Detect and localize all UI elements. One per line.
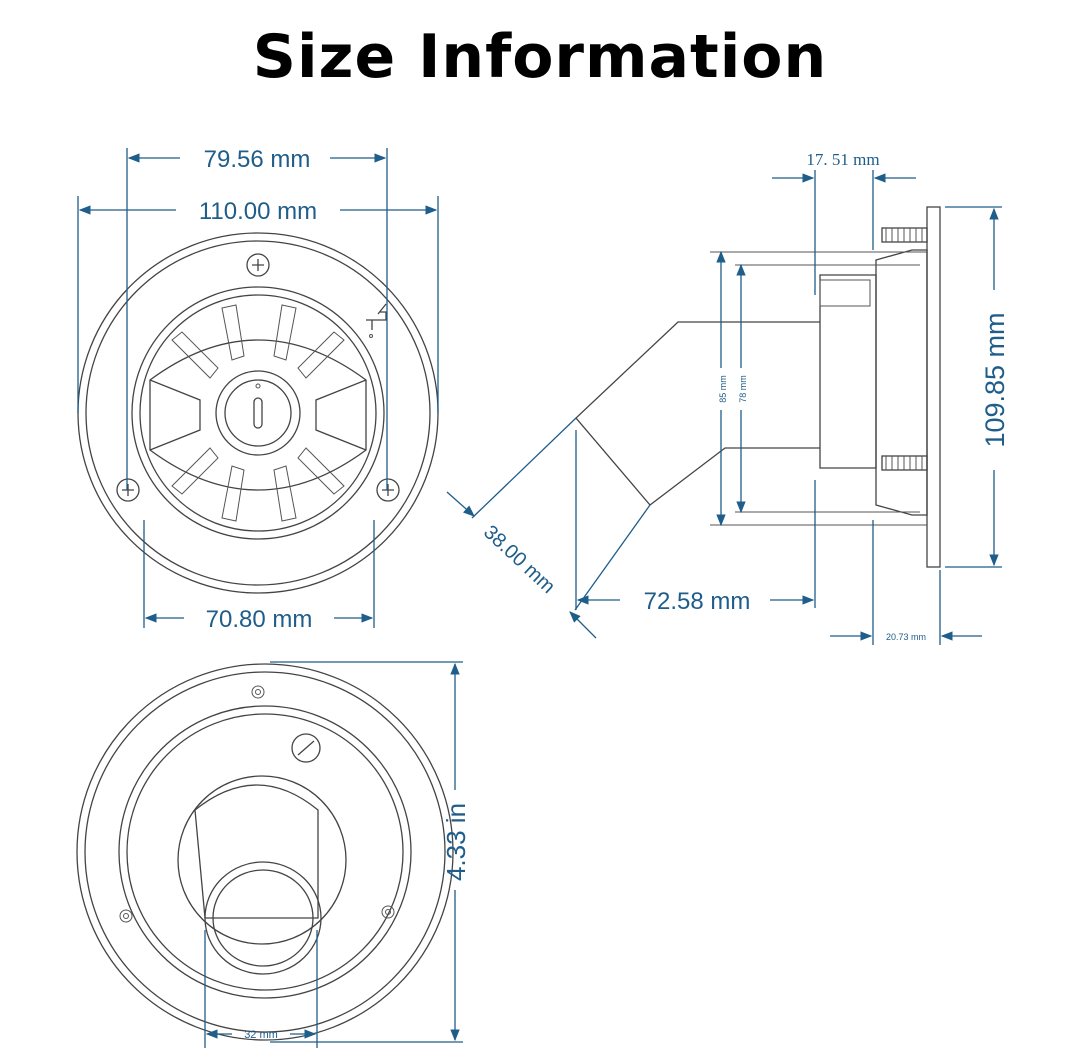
dimension-label: 78 mm xyxy=(738,375,748,403)
rear-dimensions: 4.33 in 32 mm xyxy=(204,661,471,1048)
front-view xyxy=(77,232,439,594)
dimension-label: 20.73 mm xyxy=(886,632,926,642)
dimension-label: 85 mm xyxy=(718,375,728,403)
dimension-label: 4.33 in xyxy=(441,803,471,881)
dimension-label: 79.56 mm xyxy=(204,146,311,173)
front-dimensions: 79.56 mm 110.00 mm 70.80 mm xyxy=(77,146,439,633)
dimension-label: 38.00 mm xyxy=(479,521,559,598)
side-view xyxy=(575,206,941,568)
dimension-label: 72.58 mm xyxy=(644,588,751,615)
cross-screw-icon xyxy=(376,478,400,502)
dimension-label: 70.80 mm xyxy=(206,606,313,633)
cross-screw-icon xyxy=(246,253,270,277)
dimension-label: 109.85 mm xyxy=(980,312,1010,447)
page-title: Size Information xyxy=(252,22,828,92)
dimension-label: 17. 51 mm xyxy=(806,150,879,169)
faucet-icon xyxy=(366,303,387,338)
rear-view xyxy=(76,663,454,1041)
side-dimensions: 17. 51 mm 109.85 mm 85 mm 78 mm 38.00 mm… xyxy=(446,150,1010,645)
cross-screw-icon xyxy=(116,478,140,502)
dimension-label: 32 mm xyxy=(244,1029,278,1041)
dimension-label: 110.00 mm xyxy=(199,198,317,225)
